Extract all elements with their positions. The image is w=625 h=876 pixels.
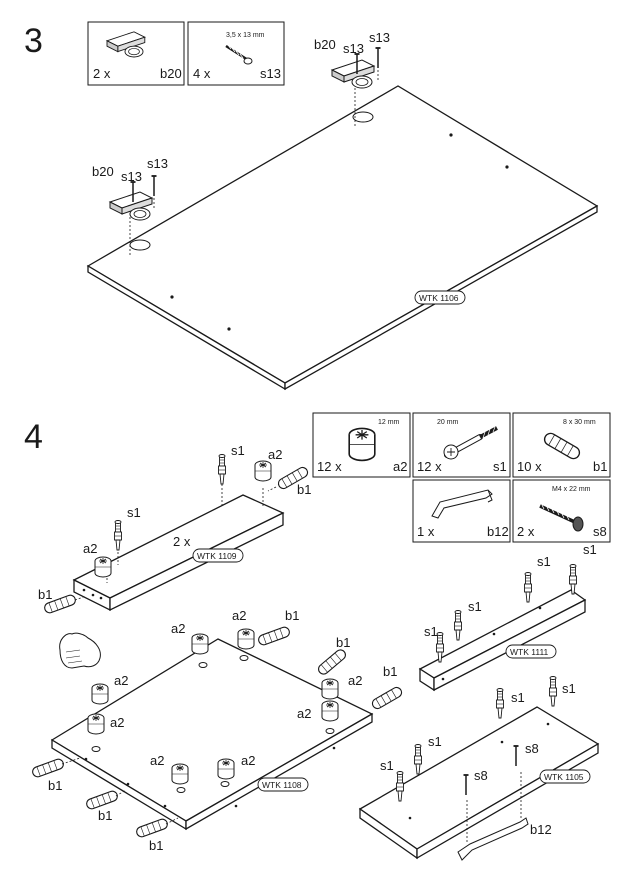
callout-a2: a2 bbox=[232, 608, 246, 623]
parts-box-dowel: 8 x 30 mm 10 x b1 bbox=[512, 412, 611, 478]
callout-a2: a2 bbox=[297, 706, 311, 721]
step-number-3: 3 bbox=[24, 22, 43, 60]
part-qty: 2 x bbox=[93, 66, 111, 81]
callout-a2: a2 bbox=[110, 715, 124, 730]
callout-a2: a2 bbox=[171, 621, 185, 636]
callout-b1: b1 bbox=[149, 838, 163, 853]
callout-a2: a2 bbox=[114, 673, 128, 688]
parts-box-hinge: 2 x b20 bbox=[87, 21, 185, 86]
panel-tag: WTK 1108 bbox=[262, 780, 302, 790]
callout-b1: b1 bbox=[38, 587, 52, 602]
part-qty: 12 x bbox=[417, 459, 442, 474]
panel-tag: WTK 1109 bbox=[197, 551, 237, 561]
part-size: 8 x 30 mm bbox=[563, 419, 596, 426]
panel-tag: WTK 1105 bbox=[544, 772, 584, 782]
panel-wtk-1109: WTK 1109 2 x s1 a2 b1 s1 a2 b1 bbox=[38, 443, 311, 615]
panel-tag: WTK 1106 bbox=[419, 293, 459, 303]
part-qty: 2 x bbox=[517, 524, 535, 539]
panel-wtk-1106: WTK 1106 bbox=[86, 85, 599, 391]
part-code: b1 bbox=[593, 459, 607, 474]
part-code: b12 bbox=[487, 524, 509, 539]
callout-s1: s1 bbox=[380, 758, 394, 773]
part-code: b20 bbox=[160, 66, 182, 81]
part-code: a2 bbox=[393, 459, 407, 474]
callout-b1: b1 bbox=[336, 635, 350, 650]
callout-b12: b12 bbox=[530, 822, 552, 837]
callout-s1: s1 bbox=[468, 599, 482, 614]
callout-s13: s13 bbox=[369, 30, 390, 45]
screw-icon bbox=[225, 44, 253, 65]
panel-wtk-1105: WTK 1105 s1 s1 s1 s1 s8 s8 b12 bbox=[358, 676, 600, 861]
callout-s1: s1 bbox=[537, 554, 551, 569]
callout-a2: a2 bbox=[150, 753, 164, 768]
parts-box-cam-bolt: 20 mm 12 x s1 bbox=[412, 412, 511, 478]
callout-a2: a2 bbox=[241, 753, 255, 768]
hinge-assembly-right: b20 s13 s13 bbox=[314, 30, 390, 127]
callout-s8: s8 bbox=[525, 741, 539, 756]
part-code: s8 bbox=[593, 524, 607, 539]
panel-wtk-1108: WTK 1108 a2 a2 b1 b1 a2 a2 b1 a2 a2 a2 a… bbox=[30, 608, 404, 853]
machine-screw-icon bbox=[539, 504, 584, 532]
callout-b20: b20 bbox=[92, 164, 114, 179]
callout-s8: s8 bbox=[474, 768, 488, 783]
callout-s1: s1 bbox=[562, 681, 576, 696]
callout-b1: b1 bbox=[383, 664, 397, 679]
parts-box-machine-screw: M4 x 22 mm 2 x s8 bbox=[512, 479, 611, 543]
callout-s1: s1 bbox=[424, 624, 438, 639]
part-qty: 10 x bbox=[517, 459, 542, 474]
panel-tag: WTK 1111 bbox=[510, 647, 549, 657]
multiplier: 2 x bbox=[173, 534, 191, 549]
parts-box-cam-lock: 12 mm 12 x a2 bbox=[312, 412, 411, 478]
part-code: s1 bbox=[493, 459, 507, 474]
parts-box-handle: 1 x b12 bbox=[412, 479, 511, 543]
cam-lock-icon bbox=[348, 427, 376, 462]
callout-b1: b1 bbox=[48, 778, 62, 793]
callout-a2: a2 bbox=[348, 673, 362, 688]
part-size: 20 mm bbox=[437, 419, 459, 426]
part-qty: 12 x bbox=[317, 459, 342, 474]
callout-a2: a2 bbox=[268, 447, 282, 462]
part-code: s13 bbox=[260, 66, 281, 81]
callout-s1: s1 bbox=[511, 690, 525, 705]
callout-b1: b1 bbox=[297, 482, 311, 497]
callout-s13: s13 bbox=[147, 156, 168, 171]
callout-s1: s1 bbox=[231, 443, 245, 458]
callout-a2: a2 bbox=[83, 541, 97, 556]
parts-box-screw: 3,5 x 13 mm 4 x s13 bbox=[187, 21, 285, 86]
part-size: M4 x 22 mm bbox=[552, 486, 591, 493]
callout-s1: s1 bbox=[127, 505, 141, 520]
callout-b1: b1 bbox=[98, 808, 112, 823]
callout-s1: s1 bbox=[428, 734, 442, 749]
hinge-assembly-left: b20 s13 s13 bbox=[92, 156, 168, 255]
callout-s13: s13 bbox=[343, 41, 364, 56]
callout-s13: s13 bbox=[121, 169, 142, 184]
panel-wtk-1111: WTK 1111 s1 s1 s1 s1 bbox=[418, 542, 597, 692]
part-size: 12 mm bbox=[378, 419, 400, 426]
handle-icon bbox=[457, 817, 529, 861]
part-qty: 1 x bbox=[417, 524, 435, 539]
callout-b1: b1 bbox=[285, 608, 299, 623]
part-qty: 4 x bbox=[193, 66, 211, 81]
cam-bolt-icon bbox=[443, 426, 498, 460]
hand-icon bbox=[59, 632, 101, 669]
part-size: 3,5 x 13 mm bbox=[226, 32, 265, 39]
callout-b20: b20 bbox=[314, 37, 336, 52]
callout-s1: s1 bbox=[583, 542, 597, 557]
step-number-4: 4 bbox=[24, 418, 43, 456]
handle-icon bbox=[431, 489, 493, 519]
